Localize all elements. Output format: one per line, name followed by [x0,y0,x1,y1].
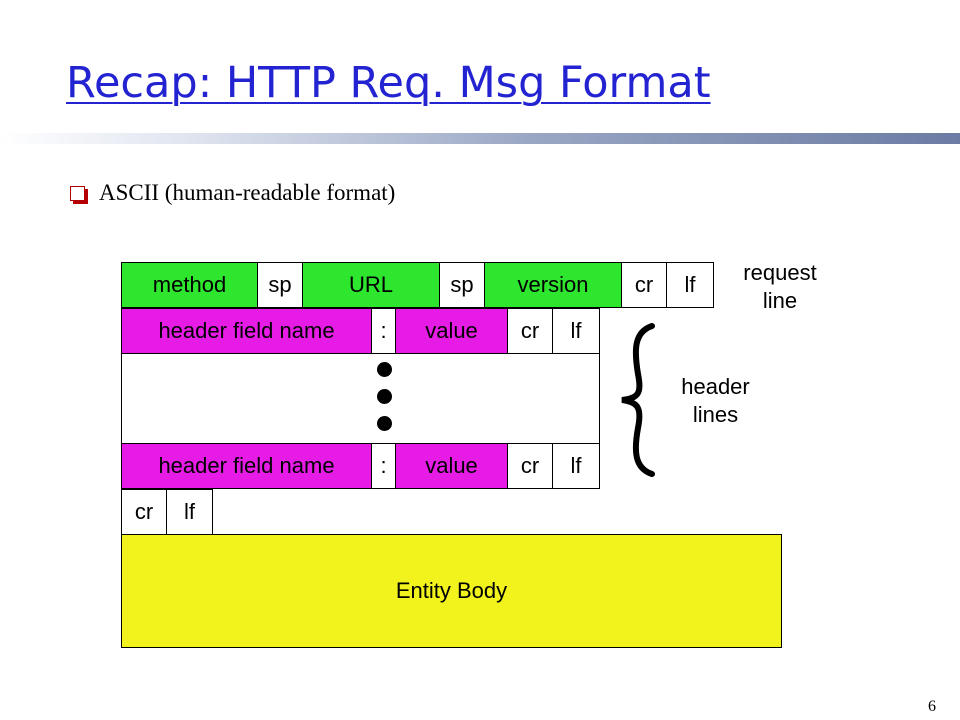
url-field: URL [302,262,440,308]
lf-field: lf [666,262,714,308]
ellipsis-dot [377,416,392,431]
method-field: method [121,262,258,308]
cr-field: cr [621,262,667,308]
version-field: version [484,262,622,308]
bullet-item: ASCII (human-readable format) [70,180,395,206]
lf-field: lf [166,489,213,535]
page-number: 6 [928,698,936,715]
cr-field: cr [121,489,167,535]
bullet-text: ASCII (human-readable format) [99,180,396,205]
header-field-name: header field name [121,308,372,354]
colon-field: : [371,308,396,354]
space-field: sp [257,262,303,308]
lf-field: lf [552,308,600,354]
square-bullet-icon [70,185,88,204]
ellipsis-dot [377,389,392,404]
header-value-field: value [395,308,508,354]
header-lines-label: header lines [681,374,750,427]
header-lines-gap [121,353,600,444]
cr-field: cr [507,308,553,354]
cr-field: cr [507,443,553,489]
entity-body: Entity Body [121,534,782,648]
ellipsis-dot [377,362,392,377]
title-divider [0,133,960,144]
slide-title: Recap: HTTP Req. Msg Format [66,58,711,108]
brace-icon [621,323,655,477]
header-value-field: value [395,443,508,489]
colon-field: : [371,443,396,489]
request-line-label: request line [743,260,817,313]
lf-field: lf [552,443,600,489]
header-field-name: header field name [121,443,372,489]
space-field: sp [439,262,485,308]
